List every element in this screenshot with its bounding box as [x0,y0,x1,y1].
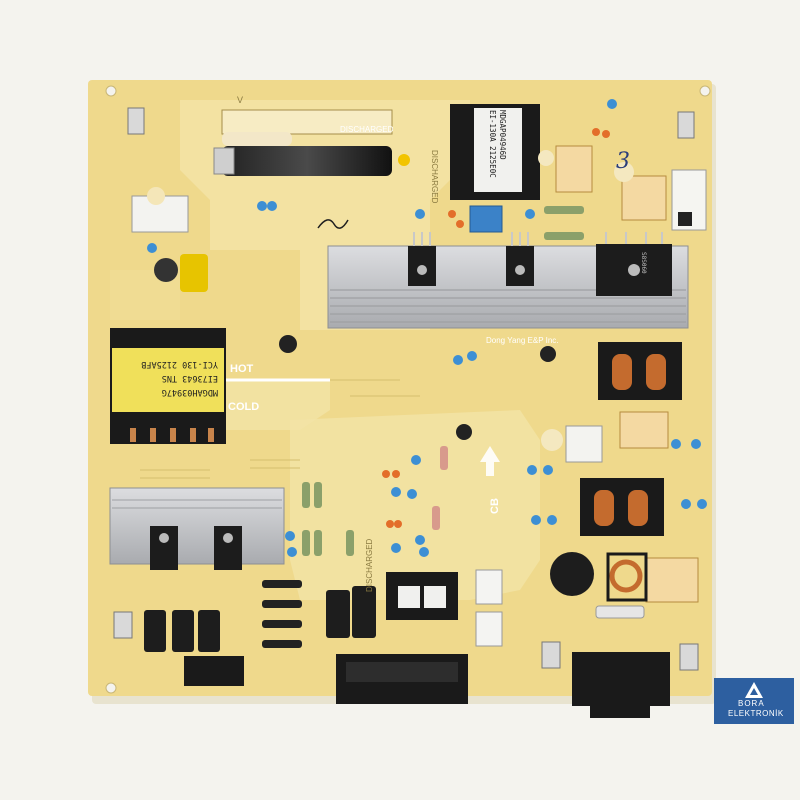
svg-text:V: V [237,95,243,105]
transformer-main-text-1: MDGAH03947G [162,387,218,397]
brand-logo: BORA ELEKTRONİK [714,678,794,724]
brand-name-line1: BORA [738,699,765,708]
discharged-label-mid: DISCHARGED [430,150,439,204]
discharged-label-top: DISCHARGED [340,125,394,134]
maker-label: Dong Yang E&P Inc. [486,336,559,345]
transformer-main-text-3: YCI-130 2125AFB [141,359,218,369]
brand-name-line2: ELEKTRONİK [728,709,784,718]
cold-label: COLD [228,401,259,413]
hot-label: HOT [230,363,254,375]
discharged-label-bottom: DISCHARGED [365,538,374,592]
transformer-main-text-2: EI73643 TNS [162,373,218,383]
cb-label: CB [489,498,501,514]
triangle-icon [745,682,763,698]
handwritten-mark: 3 [616,149,630,174]
transformer-top-text-1: MDGAP04946D [498,110,507,160]
heatsink-part-label: S8S060 [640,252,647,274]
transformer-top-text-2: EI-130A 2125E0C [488,110,497,178]
